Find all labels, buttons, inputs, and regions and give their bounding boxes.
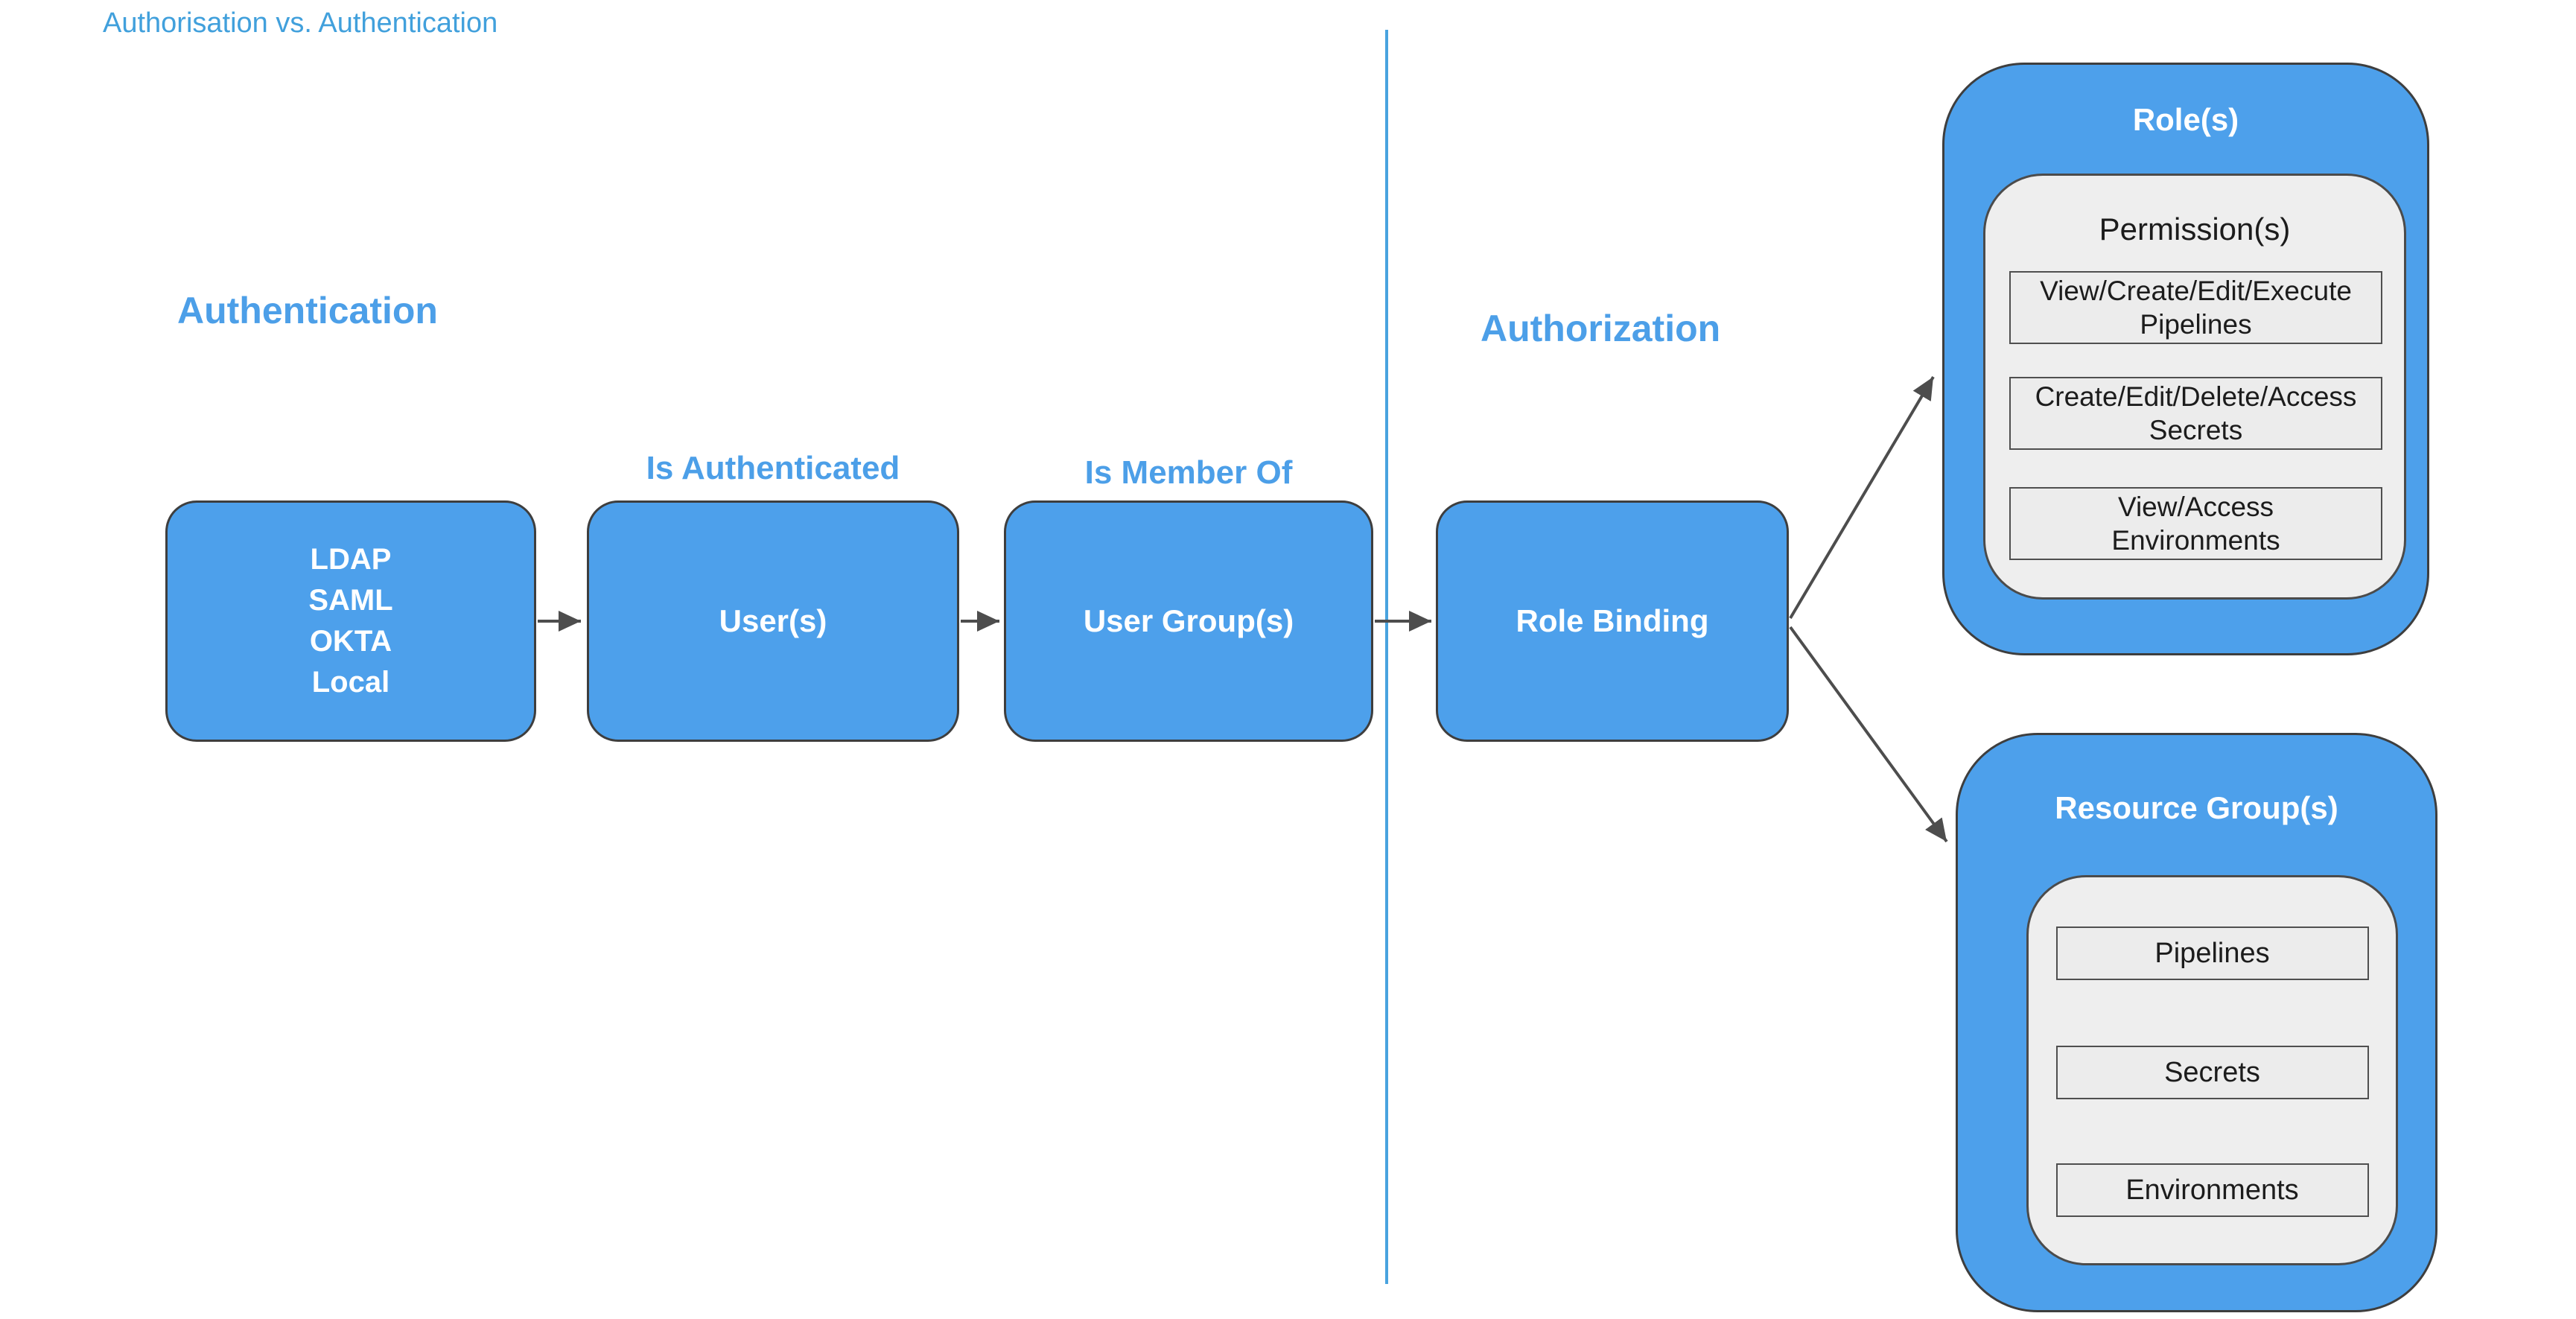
permission-environments: View/Access Environments <box>2009 487 2382 560</box>
resource-secrets: Secrets <box>2055 1046 2369 1099</box>
edge-label-is-member-of: Is Member Of <box>1084 454 1293 491</box>
permission-pipelines: View/Create/Edit/Execute Pipelines <box>2009 271 2382 344</box>
permission-pipelines-line1: View/Create/Edit/Execute <box>2040 276 2352 306</box>
arrow-rolebinding-to-resourcegroups <box>1789 626 1948 843</box>
permissions-title: Permission(s) <box>2099 212 2291 247</box>
page-title: Authorisation vs. Authentication <box>103 7 498 39</box>
container-roles: Role(s) Permission(s) View/Create/Edit/E… <box>1942 63 2429 655</box>
resource-groups-title: Resource Group(s) <box>2055 790 2338 825</box>
resources-panel: Pipelines Secrets Environments <box>2026 875 2398 1265</box>
permissions-panel: Permission(s) View/Create/Edit/Execute P… <box>1983 174 2406 600</box>
section-divider-line <box>1385 30 1388 1284</box>
resource-pipelines: Pipelines <box>2055 927 2369 980</box>
node-role-binding: Role Binding <box>1436 500 1789 742</box>
arrow-rolebinding-to-roles <box>1789 375 1935 620</box>
permission-pipelines-line2: Pipelines <box>2140 309 2252 340</box>
idp-line-local: Local <box>311 666 390 699</box>
node-user-groups-label: User Group(s) <box>1083 603 1294 638</box>
permission-environments-line1: View/Access <box>2117 492 2274 522</box>
idp-line-saml: SAML <box>308 584 393 617</box>
node-user-groups: User Group(s) <box>1004 500 1373 742</box>
resource-environments: Environments <box>2055 1163 2369 1217</box>
permission-secrets: Create/Edit/Delete/Access Secrets <box>2009 377 2382 450</box>
heading-authorization: Authorization <box>1481 308 1721 349</box>
heading-authentication: Authentication <box>177 290 438 331</box>
container-resource-groups: Resource Group(s) Pipelines Secrets Envi… <box>1956 733 2437 1312</box>
idp-line-okta: OKTA <box>309 625 392 658</box>
permission-environments-line2: Environments <box>2111 525 2280 556</box>
idp-line-ldap: LDAP <box>310 543 392 576</box>
node-role-binding-label: Role Binding <box>1516 603 1709 638</box>
node-users-label: User(s) <box>719 603 827 638</box>
permission-secrets-line2: Secrets <box>2149 415 2243 445</box>
roles-title: Role(s) <box>2132 102 2239 137</box>
edge-label-is-authenticated: Is Authenticated <box>646 450 900 486</box>
node-identity-providers: LDAP SAML OKTA Local <box>165 500 536 742</box>
node-users: User(s) <box>587 500 959 742</box>
permission-secrets-line1: Create/Edit/Delete/Access <box>2035 381 2357 412</box>
